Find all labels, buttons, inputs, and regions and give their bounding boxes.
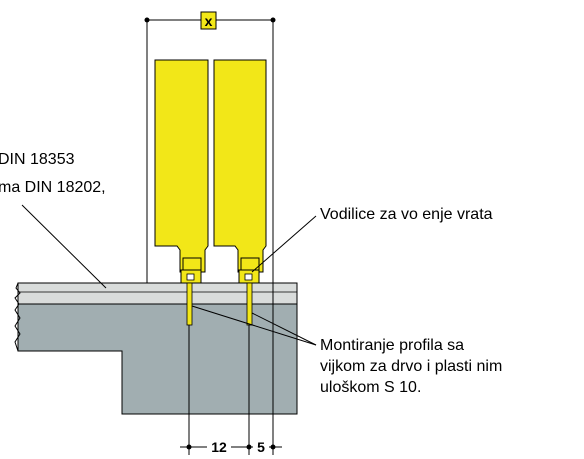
break-line <box>14 282 21 352</box>
top-dimension-box <box>200 11 217 30</box>
leader-left <box>21 204 107 289</box>
screw-left <box>186 282 193 326</box>
label-mount-line2: vijkom za drvo i plasti nim <box>320 358 502 375</box>
label-guides: Vodilice za vo enje vrata <box>320 206 493 223</box>
guide-slot-right <box>244 273 253 281</box>
bottom-dim-dot-2 <box>246 444 252 450</box>
label-din-18202: ma DIN 18202, <box>0 179 106 196</box>
panel-slot-left <box>182 257 202 271</box>
floor-screed <box>17 282 298 305</box>
bottom-dim-dot-3 <box>270 444 276 450</box>
label-mount-line3: uloškom S 10. <box>320 379 421 396</box>
door-panel-right <box>213 59 267 273</box>
leader-mount-2 <box>251 312 317 346</box>
bottom-dimension-5: 5 <box>257 439 265 455</box>
bottom-dimension-12: 12 <box>211 439 227 455</box>
leader-mount-1 <box>191 305 317 346</box>
screw-right <box>246 282 253 326</box>
leader-guides <box>251 215 317 273</box>
top-dim-dot-right <box>270 17 276 23</box>
top-dimension-label: x <box>205 13 213 29</box>
dim-label-bg-12 <box>207 440 231 454</box>
guide-slot-left <box>186 273 195 281</box>
dim-label-bg-5 <box>253 440 269 454</box>
door-panel-left <box>154 59 209 273</box>
label-mount-line1: Montiranje profila sa <box>320 337 464 354</box>
bottom-dim-dot-1 <box>186 444 192 450</box>
top-dim-dot-left <box>144 17 150 23</box>
concrete-slab <box>17 303 298 415</box>
label-din-18353: DIN 18353 <box>0 151 75 168</box>
